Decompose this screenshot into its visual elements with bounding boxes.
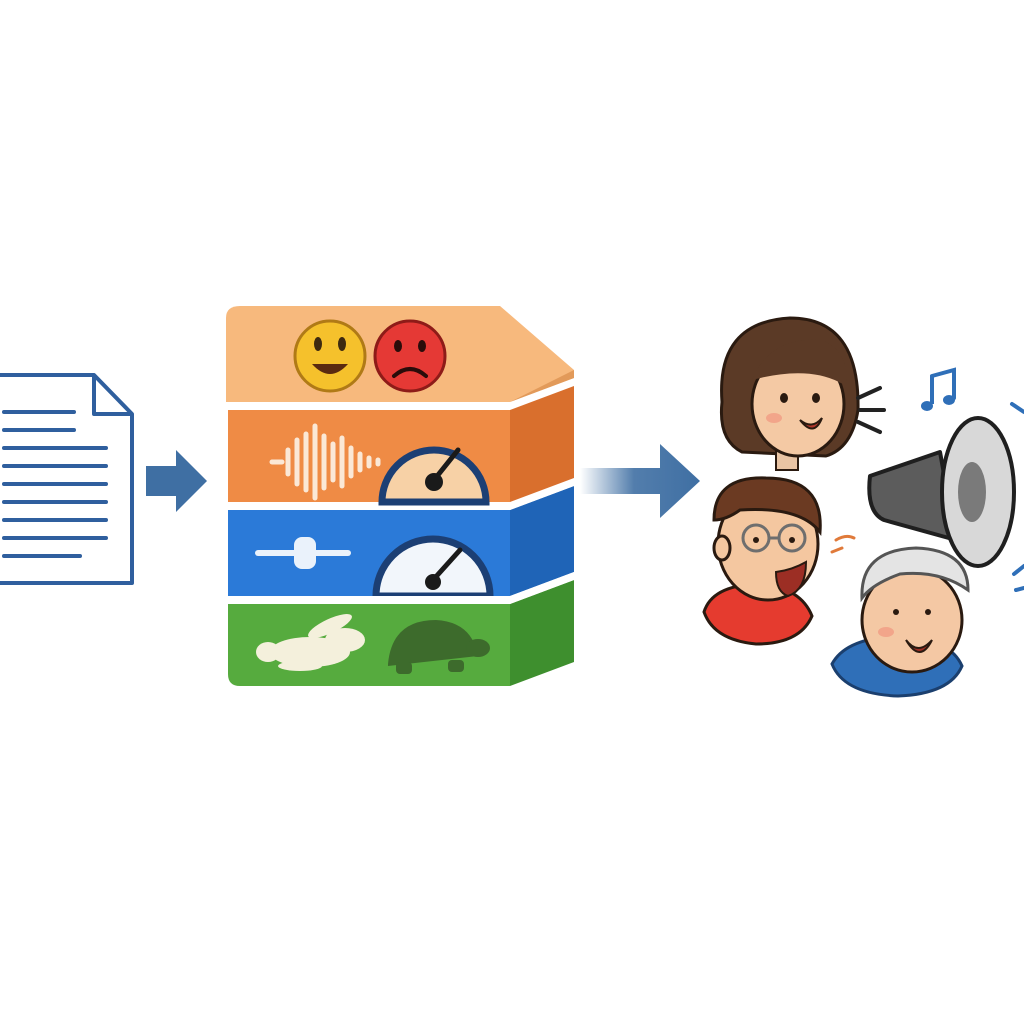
slider-icon (255, 537, 351, 569)
layered-style-controls (226, 306, 574, 686)
arrow-controls-to-voices (580, 444, 700, 518)
happy-face-icon (293, 319, 367, 393)
elderly-speaker (830, 546, 970, 698)
man-with-glasses-speaker (702, 476, 856, 646)
sound-wave-icon (269, 423, 381, 501)
pitch-layer (228, 386, 574, 506)
gauge-icon (378, 446, 490, 506)
arrow-document-to-controls (146, 450, 207, 512)
document-text-lines (2, 410, 108, 558)
volume-layer (228, 486, 574, 600)
megaphone-icon (867, 416, 1016, 568)
text-document-icon (0, 373, 134, 585)
turtle-icon (388, 620, 490, 674)
multi-speaker-voices (702, 316, 970, 698)
sound-lines-icon (1010, 402, 1024, 592)
woman-speaker (719, 316, 886, 471)
sad-face-icon (373, 319, 447, 393)
emotion-layer (226, 306, 574, 402)
gauge-icon (372, 535, 494, 600)
speed-layer (228, 580, 574, 686)
music-note-icon (921, 367, 956, 411)
rabbit-icon (256, 614, 365, 671)
